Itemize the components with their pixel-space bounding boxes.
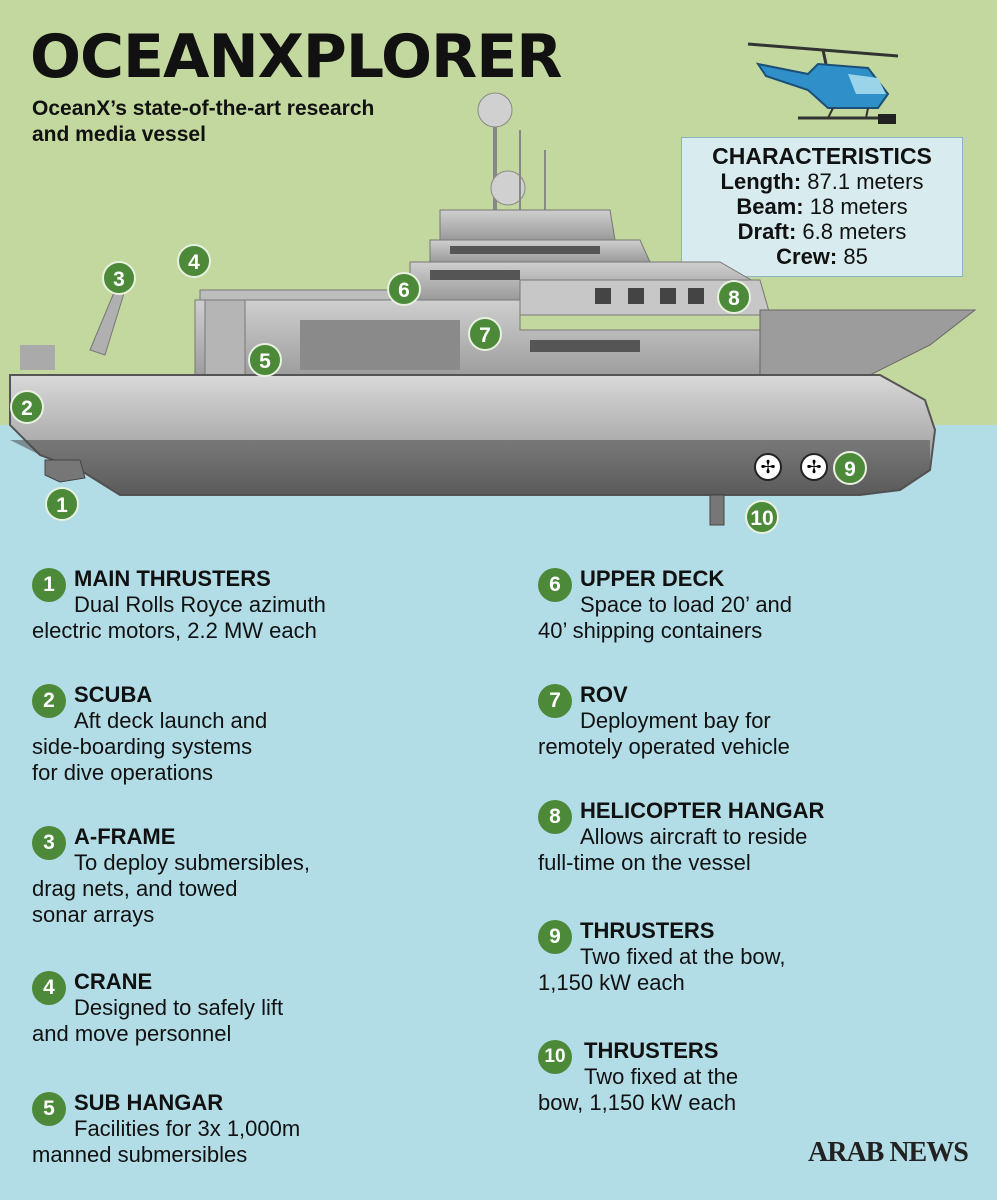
item-number: 1 [32, 568, 66, 602]
list-item-helicopter-hangar: 8 HELICOPTER HANGAR Allows aircraft to r… [538, 798, 978, 876]
item-title: THRUSTERS [580, 918, 715, 943]
item-title: A-FRAME [74, 824, 176, 849]
marker-6: 6 [387, 272, 421, 306]
svg-text:✢: ✢ [806, 457, 821, 478]
page-subtitle: OceanX’s state-of-the-art research and m… [32, 97, 375, 146]
list-item-main-thrusters: 1 MAIN THRUSTERS Dual Rolls Royce azimut… [32, 566, 452, 644]
item-number: 10 [538, 1040, 572, 1074]
item-desc-line1: Allows aircraft to reside [580, 824, 808, 849]
list-item-upper-deck: 6 UPPER DECK Space to load 20’ and 40’ s… [538, 566, 978, 644]
item-title: THRUSTERS [584, 1038, 719, 1063]
crew-value: 85 [843, 244, 868, 269]
draft-value: 6.8 meters [802, 219, 907, 244]
item-desc-line2: full-time on the vessel [538, 850, 751, 875]
crew-row: Crew: 85 [682, 244, 962, 269]
marker-7: 7 [468, 317, 502, 351]
item-desc-line2: 40’ shipping containers [538, 618, 763, 643]
item-desc-line3: sonar arrays [32, 902, 155, 927]
item-number: 6 [538, 568, 572, 602]
svg-text:✢: ✢ [760, 457, 775, 478]
item-title: ROV [580, 682, 628, 707]
item-desc-line2: electric motors, 2.2 MW each [32, 618, 317, 643]
item-desc-line1: Space to load 20’ and [580, 592, 793, 617]
length-label: Length: [720, 169, 802, 194]
crew-label: Crew: [776, 244, 838, 269]
list-item-crane: 4 CRANE Designed to safely lift and move… [32, 969, 452, 1047]
item-number: 8 [538, 800, 572, 834]
item-desc-line1: To deploy submersibles, [74, 850, 311, 875]
item-title: HELICOPTER HANGAR [580, 798, 825, 823]
item-desc-line3: for dive operations [32, 760, 213, 785]
item-title: UPPER DECK [580, 566, 725, 591]
item-number: 5 [32, 1092, 66, 1126]
beam-label: Beam: [736, 194, 804, 219]
item-desc-line1: Two fixed at the [584, 1064, 739, 1089]
draft-row: Draft: 6.8 meters [682, 219, 962, 244]
beam-value: 18 meters [809, 194, 908, 219]
beam-row: Beam: 18 meters [682, 194, 962, 219]
item-desc-line1: Two fixed at the bow, [580, 944, 786, 969]
list-item-sub-hangar: 5 SUB HANGAR Facilities for 3x 1,000m ma… [32, 1090, 452, 1168]
length-row: Length: 87.1 meters [682, 169, 962, 194]
marker-5: 5 [248, 343, 282, 377]
item-desc-line2: 1,150 kW each [538, 970, 685, 995]
marker-1: 1 [45, 487, 79, 521]
marker-4: 4 [177, 244, 211, 278]
characteristics-heading: CHARACTERISTICS [712, 143, 932, 169]
ship-illustration: ✢ ✢ [9, 92, 977, 526]
item-title: CRANE [74, 969, 153, 994]
item-desc-line1: Designed to safely lift [74, 995, 284, 1020]
item-desc-line2: and move personnel [32, 1021, 232, 1046]
item-number: 3 [32, 826, 66, 860]
length-value: 87.1 meters [807, 169, 924, 194]
item-number: 9 [538, 920, 572, 954]
item-desc-line2: drag nets, and towed [32, 876, 238, 901]
helicopter-illustration [747, 42, 899, 124]
marker-10: 10 [745, 500, 779, 534]
item-desc-line1: Dual Rolls Royce azimuth [74, 592, 326, 617]
item-desc-line1: Deployment bay for [580, 708, 771, 733]
characteristics-box: CHARACTERISTICS Length: 87.1 meters Beam… [681, 137, 963, 277]
marker-8: 8 [717, 280, 751, 314]
arab-news-logo: ARAB NEWS [808, 1137, 969, 1168]
item-number: 7 [538, 684, 572, 718]
item-desc-line2: side-boarding systems [32, 734, 253, 759]
item-title: SUB HANGAR [74, 1090, 224, 1115]
marker-9: 9 [833, 451, 867, 485]
item-desc-line2: bow, 1,150 kW each [538, 1090, 737, 1115]
item-desc-line2: manned submersibles [32, 1142, 248, 1167]
sea-background [0, 425, 997, 1200]
list-item-rov: 7 ROV Deployment bay for remotely operat… [538, 682, 978, 760]
item-number: 2 [32, 684, 66, 718]
list-item-thrusters-10: 10 THRUSTERS Two fixed at the bow, 1,150… [538, 1038, 978, 1116]
item-number: 4 [32, 971, 66, 1005]
marker-2: 2 [10, 390, 44, 424]
item-title: MAIN THRUSTERS [74, 566, 271, 591]
draft-label: Draft: [737, 219, 797, 244]
page-title: OCEANXPLORER [30, 22, 562, 92]
list-item-a-frame: 3 A-FRAME To deploy submersibles, drag n… [32, 824, 452, 928]
item-title: SCUBA [74, 682, 153, 707]
marker-3: 3 [102, 261, 136, 295]
item-desc-line2: remotely operated vehicle [538, 734, 790, 759]
list-item-thrusters-9: 9 THRUSTERS Two fixed at the bow, 1,150 … [538, 918, 978, 996]
list-item-scuba: 2 SCUBA Aft deck launch and side-boardin… [32, 682, 452, 786]
item-desc-line1: Facilities for 3x 1,000m [74, 1116, 301, 1141]
item-desc-line1: Aft deck launch and [74, 708, 268, 733]
